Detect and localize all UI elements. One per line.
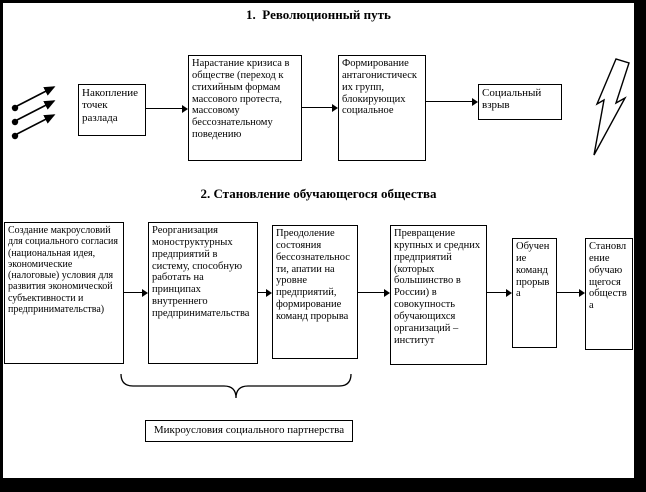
arrow-head bbox=[579, 289, 585, 297]
arrow-shaft bbox=[146, 108, 183, 109]
arrow-shaft bbox=[302, 107, 333, 108]
arrow-right-icon bbox=[426, 98, 478, 106]
section2-title: 2. Становление обучающегося общества bbox=[200, 186, 437, 201]
box-learning-society: Становление обучающегося общества bbox=[585, 238, 633, 350]
box-micro-conditions: Микроусловия социального партнерства bbox=[145, 420, 353, 442]
box-macro-conditions: Создание макроусловий для социального со… bbox=[4, 222, 124, 364]
box-team-training: Обучение команд прорыва bbox=[512, 238, 557, 348]
arrow-shaft bbox=[358, 292, 385, 293]
arrow-head bbox=[384, 289, 390, 297]
arrow-right-icon bbox=[124, 289, 148, 297]
curly-brace-icon bbox=[120, 372, 352, 423]
arrow-shaft bbox=[557, 292, 580, 293]
arrow-right-icon bbox=[258, 289, 272, 297]
arrow-right-icon bbox=[557, 289, 585, 297]
box-reorganization: Реорганизация моноструктурных предприяти… bbox=[148, 222, 258, 364]
arrow-right-icon bbox=[302, 104, 338, 112]
arrow-right-icon bbox=[146, 105, 188, 113]
arrow-shaft bbox=[487, 292, 507, 293]
arrow-head bbox=[332, 104, 338, 112]
arrow-shaft bbox=[426, 101, 473, 102]
box-accumulation-points: Накопление точек разлада bbox=[78, 84, 146, 136]
lightning-bolt-icon bbox=[592, 58, 632, 163]
box-crisis-growth: Нарастание кризиса в обществе (переход к… bbox=[188, 55, 302, 161]
arrow-head bbox=[266, 289, 272, 297]
arrow-shaft bbox=[124, 292, 143, 293]
arrow-right-icon bbox=[487, 289, 512, 297]
diagram-page: 1. Революционный путь Накопление точек р… bbox=[3, 3, 634, 478]
box-enterprise-transformation: Превращение крупных и средних предприяти… bbox=[390, 225, 487, 365]
arrow-head bbox=[142, 289, 148, 297]
arrow-head bbox=[182, 105, 188, 113]
box-social-explosion: Социальный взрыв bbox=[478, 84, 562, 120]
box-overcoming-apathy: Преодоление состояния бессознательности,… bbox=[272, 225, 358, 359]
box-antagonistic-groups: Формирование антагонистических групп, бл… bbox=[338, 55, 426, 161]
three-arrows-up-right-icon bbox=[8, 82, 66, 149]
arrow-head bbox=[506, 289, 512, 297]
arrow-shaft bbox=[258, 292, 267, 293]
arrow-head bbox=[472, 98, 478, 106]
section1-title: 1. Революционный путь bbox=[246, 7, 391, 22]
arrow-right-icon bbox=[358, 289, 390, 297]
